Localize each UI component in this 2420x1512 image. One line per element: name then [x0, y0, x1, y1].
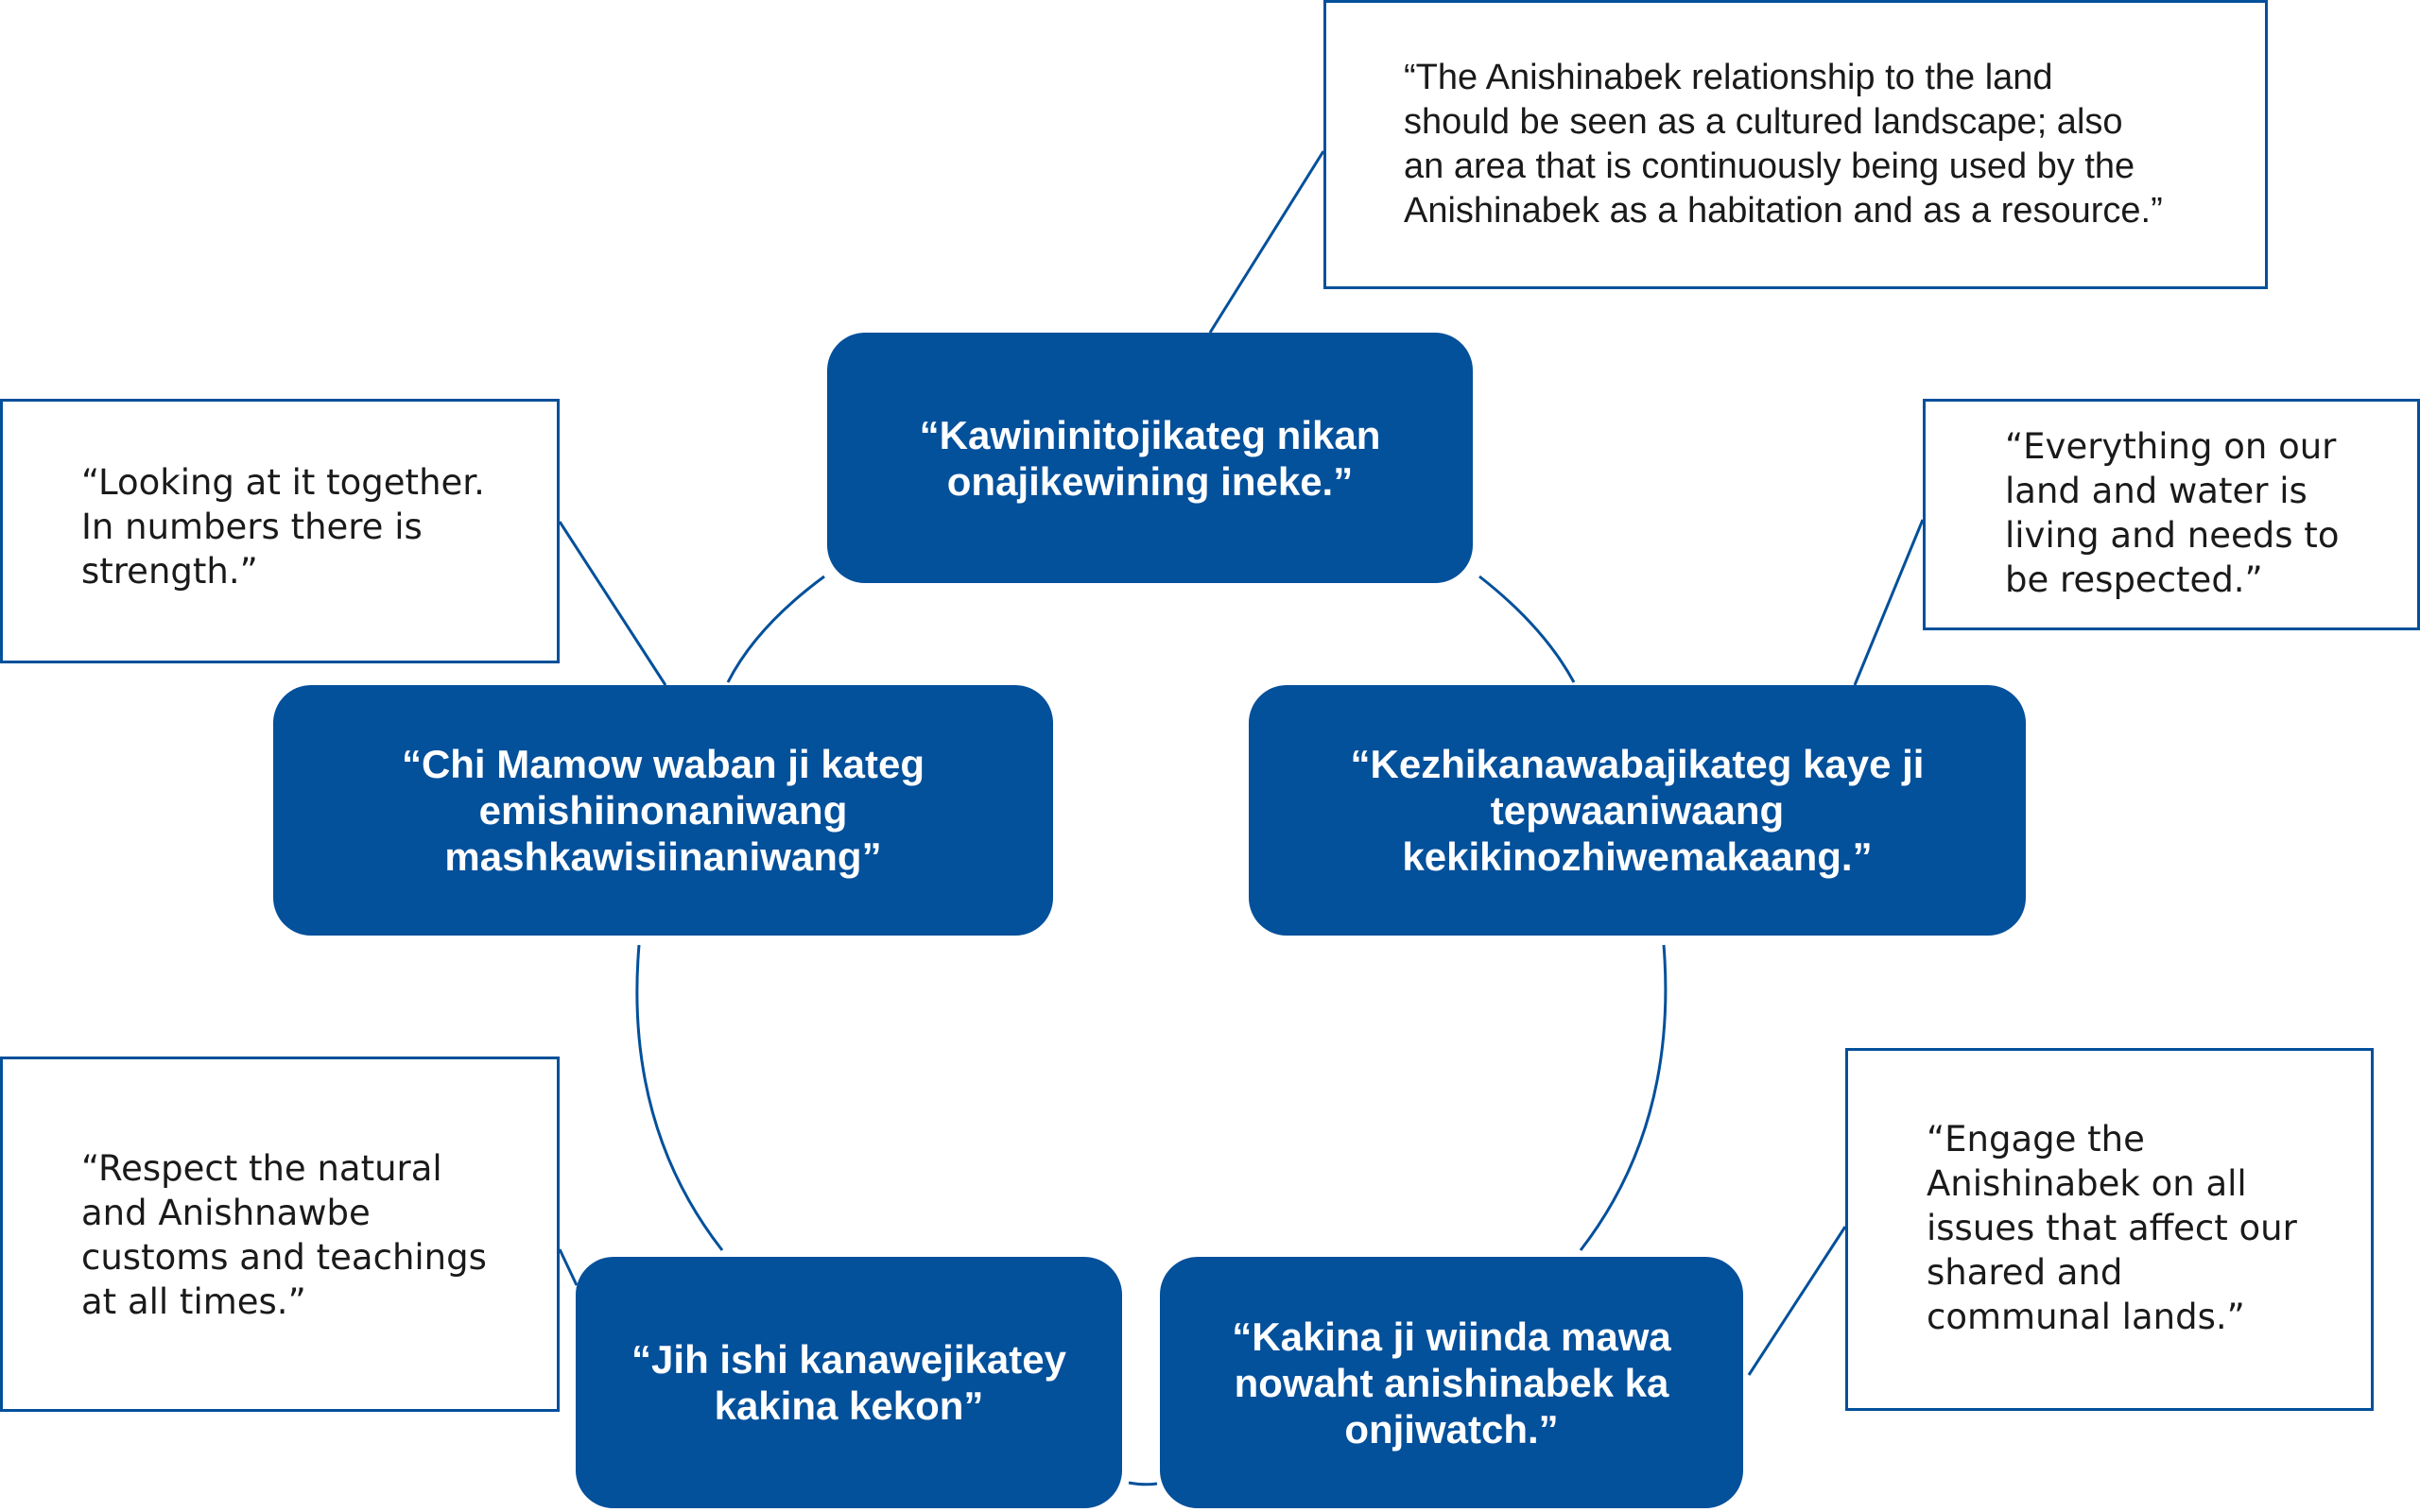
quote-box-top: “The Anishinabek relationship to the lan… — [1323, 0, 2268, 289]
leader-lower-right — [1747, 1226, 1847, 1376]
node-right-label: “Kezhikanawabajikateg kaye ji tepwaaniwa… — [1350, 742, 1925, 879]
quote-upper-left-text: “Looking at it together. In numbers ther… — [81, 462, 485, 592]
node-bottom-right-label: “Kakina ji wiinda mawa nowaht anishinabe… — [1232, 1314, 1671, 1452]
cycle-arc-bottom-left-left — [635, 944, 724, 1251]
cycle-arc-right-bottom-right — [1579, 944, 1668, 1251]
quote-box-upper-left: “Looking at it together. In numbers ther… — [0, 399, 560, 663]
leader-upper-right — [1853, 519, 1925, 686]
quote-box-lower-left: “Respect the natural and Anishnawbe cust… — [0, 1057, 560, 1412]
leader-top — [1208, 150, 1325, 334]
node-bottom-right: “Kakina ji wiinda mawa nowaht anishinabe… — [1160, 1257, 1743, 1508]
quote-lower-right-text: “Engage the Anishinabek on all issues th… — [1927, 1119, 2297, 1337]
leader-lower-left — [558, 1248, 579, 1286]
node-left-label: “Chi Mamow waban ji kateg emishiinonaniw… — [401, 742, 925, 879]
cycle-arc-left-top — [726, 575, 825, 683]
quote-lower-left-text: “Respect the natural and Anishnawbe cust… — [81, 1148, 487, 1322]
node-bottom-left: “Jih ishi kanawejikatey kakina kekon” — [576, 1257, 1122, 1508]
cycle-arc-top-right — [1478, 575, 1576, 683]
leader-upper-left — [558, 521, 667, 686]
node-bottom-left-label: “Jih ishi kanawejikatey kakina kekon” — [631, 1337, 1066, 1428]
node-right: “Kezhikanawabajikateg kaye ji tepwaaniwa… — [1249, 685, 2026, 936]
quote-upper-right-text: “Everything on our land and water is liv… — [2005, 426, 2340, 600]
node-left: “Chi Mamow waban ji kateg emishiinonaniw… — [273, 685, 1053, 936]
cycle-arc-bottom — [1128, 1481, 1158, 1486]
quote-box-upper-right: “Everything on our land and water is liv… — [1923, 399, 2420, 630]
quote-top-text: “The Anishinabek relationship to the lan… — [1404, 58, 2163, 231]
node-top: “Kawininitojikateg nikan onajikewining i… — [827, 333, 1473, 583]
quote-box-lower-right: “Engage the Anishinabek on all issues th… — [1845, 1048, 2374, 1411]
node-top-label: “Kawininitojikateg nikan onajikewining i… — [919, 412, 1381, 504]
